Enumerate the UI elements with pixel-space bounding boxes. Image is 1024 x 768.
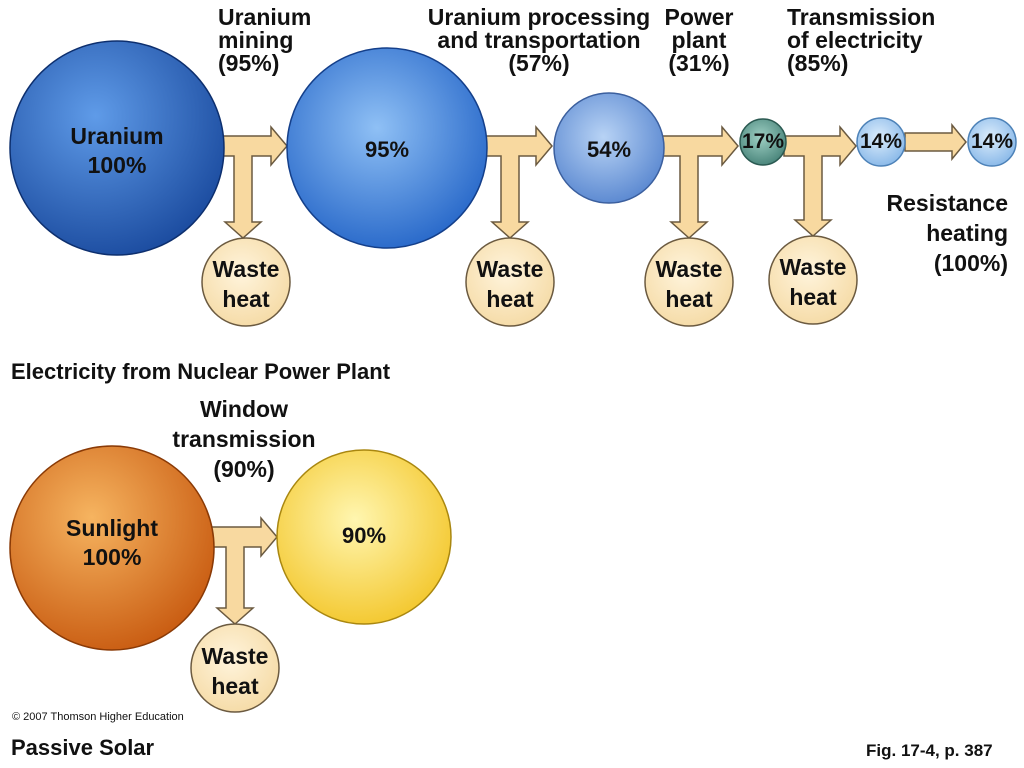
mined-uranium-value: 95% bbox=[364, 137, 410, 162]
waste-heat-line: Waste bbox=[212, 256, 280, 282]
transmitted-electricity-circle bbox=[856, 117, 906, 167]
circle-label-line: 100% bbox=[82, 543, 142, 570]
waste-heat-circle-2 bbox=[465, 237, 555, 327]
end-use-electricity-value: 14% bbox=[970, 130, 1014, 153]
mined-uranium-circle bbox=[286, 47, 488, 249]
nuclear-section-title: Electricity from Nuclear Power Plant bbox=[11, 359, 391, 384]
stage-label-transmission: Transmission of electricity (85%) bbox=[787, 6, 935, 75]
stage-label-line: Window bbox=[200, 396, 288, 422]
stage-label-line: (95%) bbox=[218, 50, 280, 76]
stage-label-line: Uranium processing bbox=[427, 4, 651, 30]
flow-arrows bbox=[204, 122, 967, 626]
circle-label-line: Uranium bbox=[70, 123, 164, 149]
stage-label-line: plant bbox=[671, 27, 727, 53]
stage-label-line: Uranium bbox=[218, 4, 312, 30]
end-use-electricity-circle bbox=[967, 117, 1017, 167]
waste-heat-line: heat bbox=[665, 285, 713, 312]
copyright-notice: © 2007 Thomson Higher Education bbox=[12, 711, 184, 723]
transmitted-sunlight-circle bbox=[276, 449, 452, 625]
stage-label-line: (31%) bbox=[668, 50, 730, 76]
stage-label-uranium-mining: Uranium mining (95%) bbox=[218, 6, 311, 75]
circle-label-line: 100% bbox=[87, 151, 147, 178]
stage-label-line: Transmission bbox=[787, 4, 936, 30]
waste-heat-line: Waste bbox=[779, 254, 847, 280]
stage-label-uranium-processing: Uranium processing and transportation (5… bbox=[414, 6, 664, 75]
waste-heat-circle-4 bbox=[768, 235, 858, 325]
stage-label-line: transmission bbox=[172, 425, 316, 452]
end-use-label-line: heating bbox=[926, 219, 1008, 246]
stage-label-power-plant: Power plant (31%) bbox=[658, 6, 740, 75]
waste-heat-line: heat bbox=[222, 285, 270, 312]
uranium-circle bbox=[9, 40, 225, 256]
transmitted-sunlight-value: 90% bbox=[341, 523, 387, 548]
transmitted-electricity-value: 14% bbox=[859, 130, 903, 153]
split-arrow-transmission bbox=[783, 124, 857, 238]
power-plant-output-circle bbox=[739, 118, 787, 166]
split-arrow-uranium-mining bbox=[219, 124, 288, 240]
circle-label-line: Sunlight bbox=[66, 515, 158, 541]
waste-heat-line: heat bbox=[211, 672, 259, 699]
power-plant-output-value: 17% bbox=[741, 130, 785, 153]
uranium-circle-label: Uranium 100% bbox=[47, 122, 187, 180]
figure-reference: Fig. 17-4, p. 387 bbox=[866, 741, 993, 760]
stage-label-line: (57%) bbox=[508, 50, 570, 76]
split-arrow-uranium-processing bbox=[479, 124, 553, 240]
split-arrow-window bbox=[204, 515, 278, 626]
waste-heat-circle-solar bbox=[190, 623, 280, 713]
waste-heat-circle-3 bbox=[644, 237, 734, 327]
solar-section-title: Passive Solar bbox=[11, 735, 155, 760]
waste-heat-label-3: Waste heat bbox=[644, 255, 734, 315]
sunlight-circle bbox=[9, 445, 215, 651]
processed-uranium-circle bbox=[553, 92, 665, 204]
waste-heat-line: Waste bbox=[655, 256, 723, 282]
sunlight-circle-label: Sunlight 100% bbox=[42, 514, 182, 572]
waste-heat-line: heat bbox=[789, 283, 837, 310]
stage-label-line: (85%) bbox=[787, 50, 849, 76]
waste-heat-label-1: Waste heat bbox=[201, 255, 291, 315]
waste-heat-label-solar: Waste heat bbox=[190, 642, 280, 702]
waste-heat-label-4: Waste heat bbox=[768, 253, 858, 313]
stage-label-window-transmission: Window transmission (90%) bbox=[160, 395, 328, 485]
end-use-label-line: (100%) bbox=[933, 249, 1008, 276]
stage-label-line: (90%) bbox=[213, 455, 275, 482]
arrow-to-end-use bbox=[904, 122, 967, 162]
waste-heat-line: Waste bbox=[476, 256, 544, 282]
waste-heat-label-2: Waste heat bbox=[465, 255, 555, 315]
end-use-label-line: Resistance bbox=[886, 190, 1008, 216]
waste-heat-line: heat bbox=[486, 285, 534, 312]
stage-label-line: of electricity bbox=[787, 27, 923, 53]
stage-label-line: mining bbox=[218, 27, 294, 53]
end-use-label: Resistance heating (100%) bbox=[860, 189, 1008, 279]
processed-uranium-value: 54% bbox=[586, 137, 632, 162]
waste-heat-line: Waste bbox=[201, 643, 269, 669]
waste-heat-circle-1 bbox=[201, 237, 291, 327]
stage-label-line: and transportation bbox=[437, 27, 641, 53]
split-arrow-power-plant bbox=[659, 124, 739, 240]
stage-label-line: Power bbox=[664, 4, 734, 30]
